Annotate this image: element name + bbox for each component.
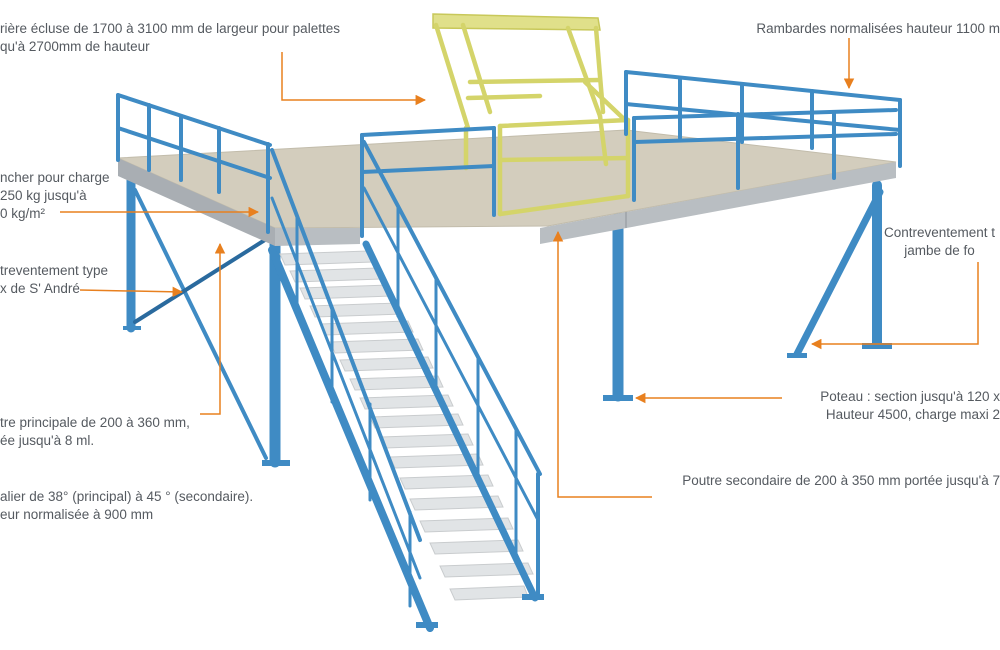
arrow-croix (79, 286, 184, 298)
left-guardrail (116, 93, 272, 234)
annotation-line: ncher pour charge (0, 170, 110, 185)
stair-handrail-right (362, 140, 542, 476)
right-support-structure (612, 180, 884, 402)
annotation-line: ée jusqu'à 8 ml. (0, 433, 95, 448)
arrow-ecluse (281, 52, 427, 106)
knee-brace (793, 188, 884, 358)
stair-stringer-right (362, 240, 539, 602)
annotation-line: Contreventement t (884, 225, 996, 240)
annotation-croix: treventement type x de S' André (0, 262, 108, 298)
arrow-principale (200, 242, 226, 415)
cross-brace-a (133, 188, 268, 460)
right-guardrail (624, 70, 902, 202)
annotation-arrows (60, 38, 979, 498)
annotation-line: qu'à 2700mm de hauteur (0, 39, 150, 54)
stair-foot-plate-left (416, 622, 438, 628)
annotation-plancher: ncher pour charge 250 kg jusqu'à 0 kg/m² (0, 169, 110, 223)
annotation-ecluse: rière écluse de 1700 à 3100 mm de largeu… (0, 20, 340, 56)
left-support-structure (126, 175, 281, 468)
annotation-line: jambe de fo (904, 243, 975, 258)
annotation-principale: tre principale de 200 à 360 mm, ée jusqu… (0, 414, 190, 450)
pallet-gate (432, 13, 631, 217)
annotation-jambe: Contreventement t jambe de fo (884, 224, 995, 260)
annotation-rambardes: Rambardes normalisées hauteur 1100 m (756, 20, 1000, 38)
annotation-line: 250 kg jusqu'à (0, 188, 87, 203)
annotation-line: Poutre secondaire de 200 à 350 mm portée… (682, 473, 1000, 488)
main-beam-left (118, 158, 275, 246)
annotation-line: tre principale de 200 à 360 mm, (0, 415, 190, 430)
annotation-line: 0 kg/m² (0, 206, 46, 221)
arrow-jambe (810, 262, 979, 350)
annotation-line: Hauteur 4500, charge maxi 2 (825, 407, 1000, 422)
annotation-line: eur normalisée à 900 mm (0, 507, 154, 522)
annotation-line: rière écluse de 1700 à 3100 mm de largeu… (0, 21, 340, 36)
annotation-poteau: Poteau : section jusqu'à 120 x Hauteur 4… (820, 388, 1000, 424)
annotation-line: Rambardes normalisées hauteur 1100 m (756, 21, 1000, 36)
annotation-line: x de S' André (0, 281, 80, 296)
stair-treads (279, 250, 534, 601)
stair-foot-plate-right (522, 594, 544, 600)
cross-brace-b (133, 236, 270, 324)
annotation-secondaire: Poutre secondaire de 200 à 350 mm portée… (682, 472, 1000, 490)
annotation-line: alier de 38° (principal) à 45 ° (seconda… (0, 489, 254, 504)
arrow-secondaire (552, 230, 652, 498)
secondary-beam-front (540, 162, 896, 244)
annotation-escalier: alier de 38° (principal) à 45 ° (seconda… (0, 488, 253, 524)
annotation-line: treventement type (0, 263, 109, 278)
staircase (268, 140, 544, 632)
annotation-line: Poteau : section jusqu'à 120 x (820, 389, 1000, 404)
post-base-plates-right (603, 343, 892, 401)
stair-stringer-left (268, 246, 434, 632)
front-guardrail (360, 126, 496, 238)
post-base-plates-left (123, 326, 290, 466)
